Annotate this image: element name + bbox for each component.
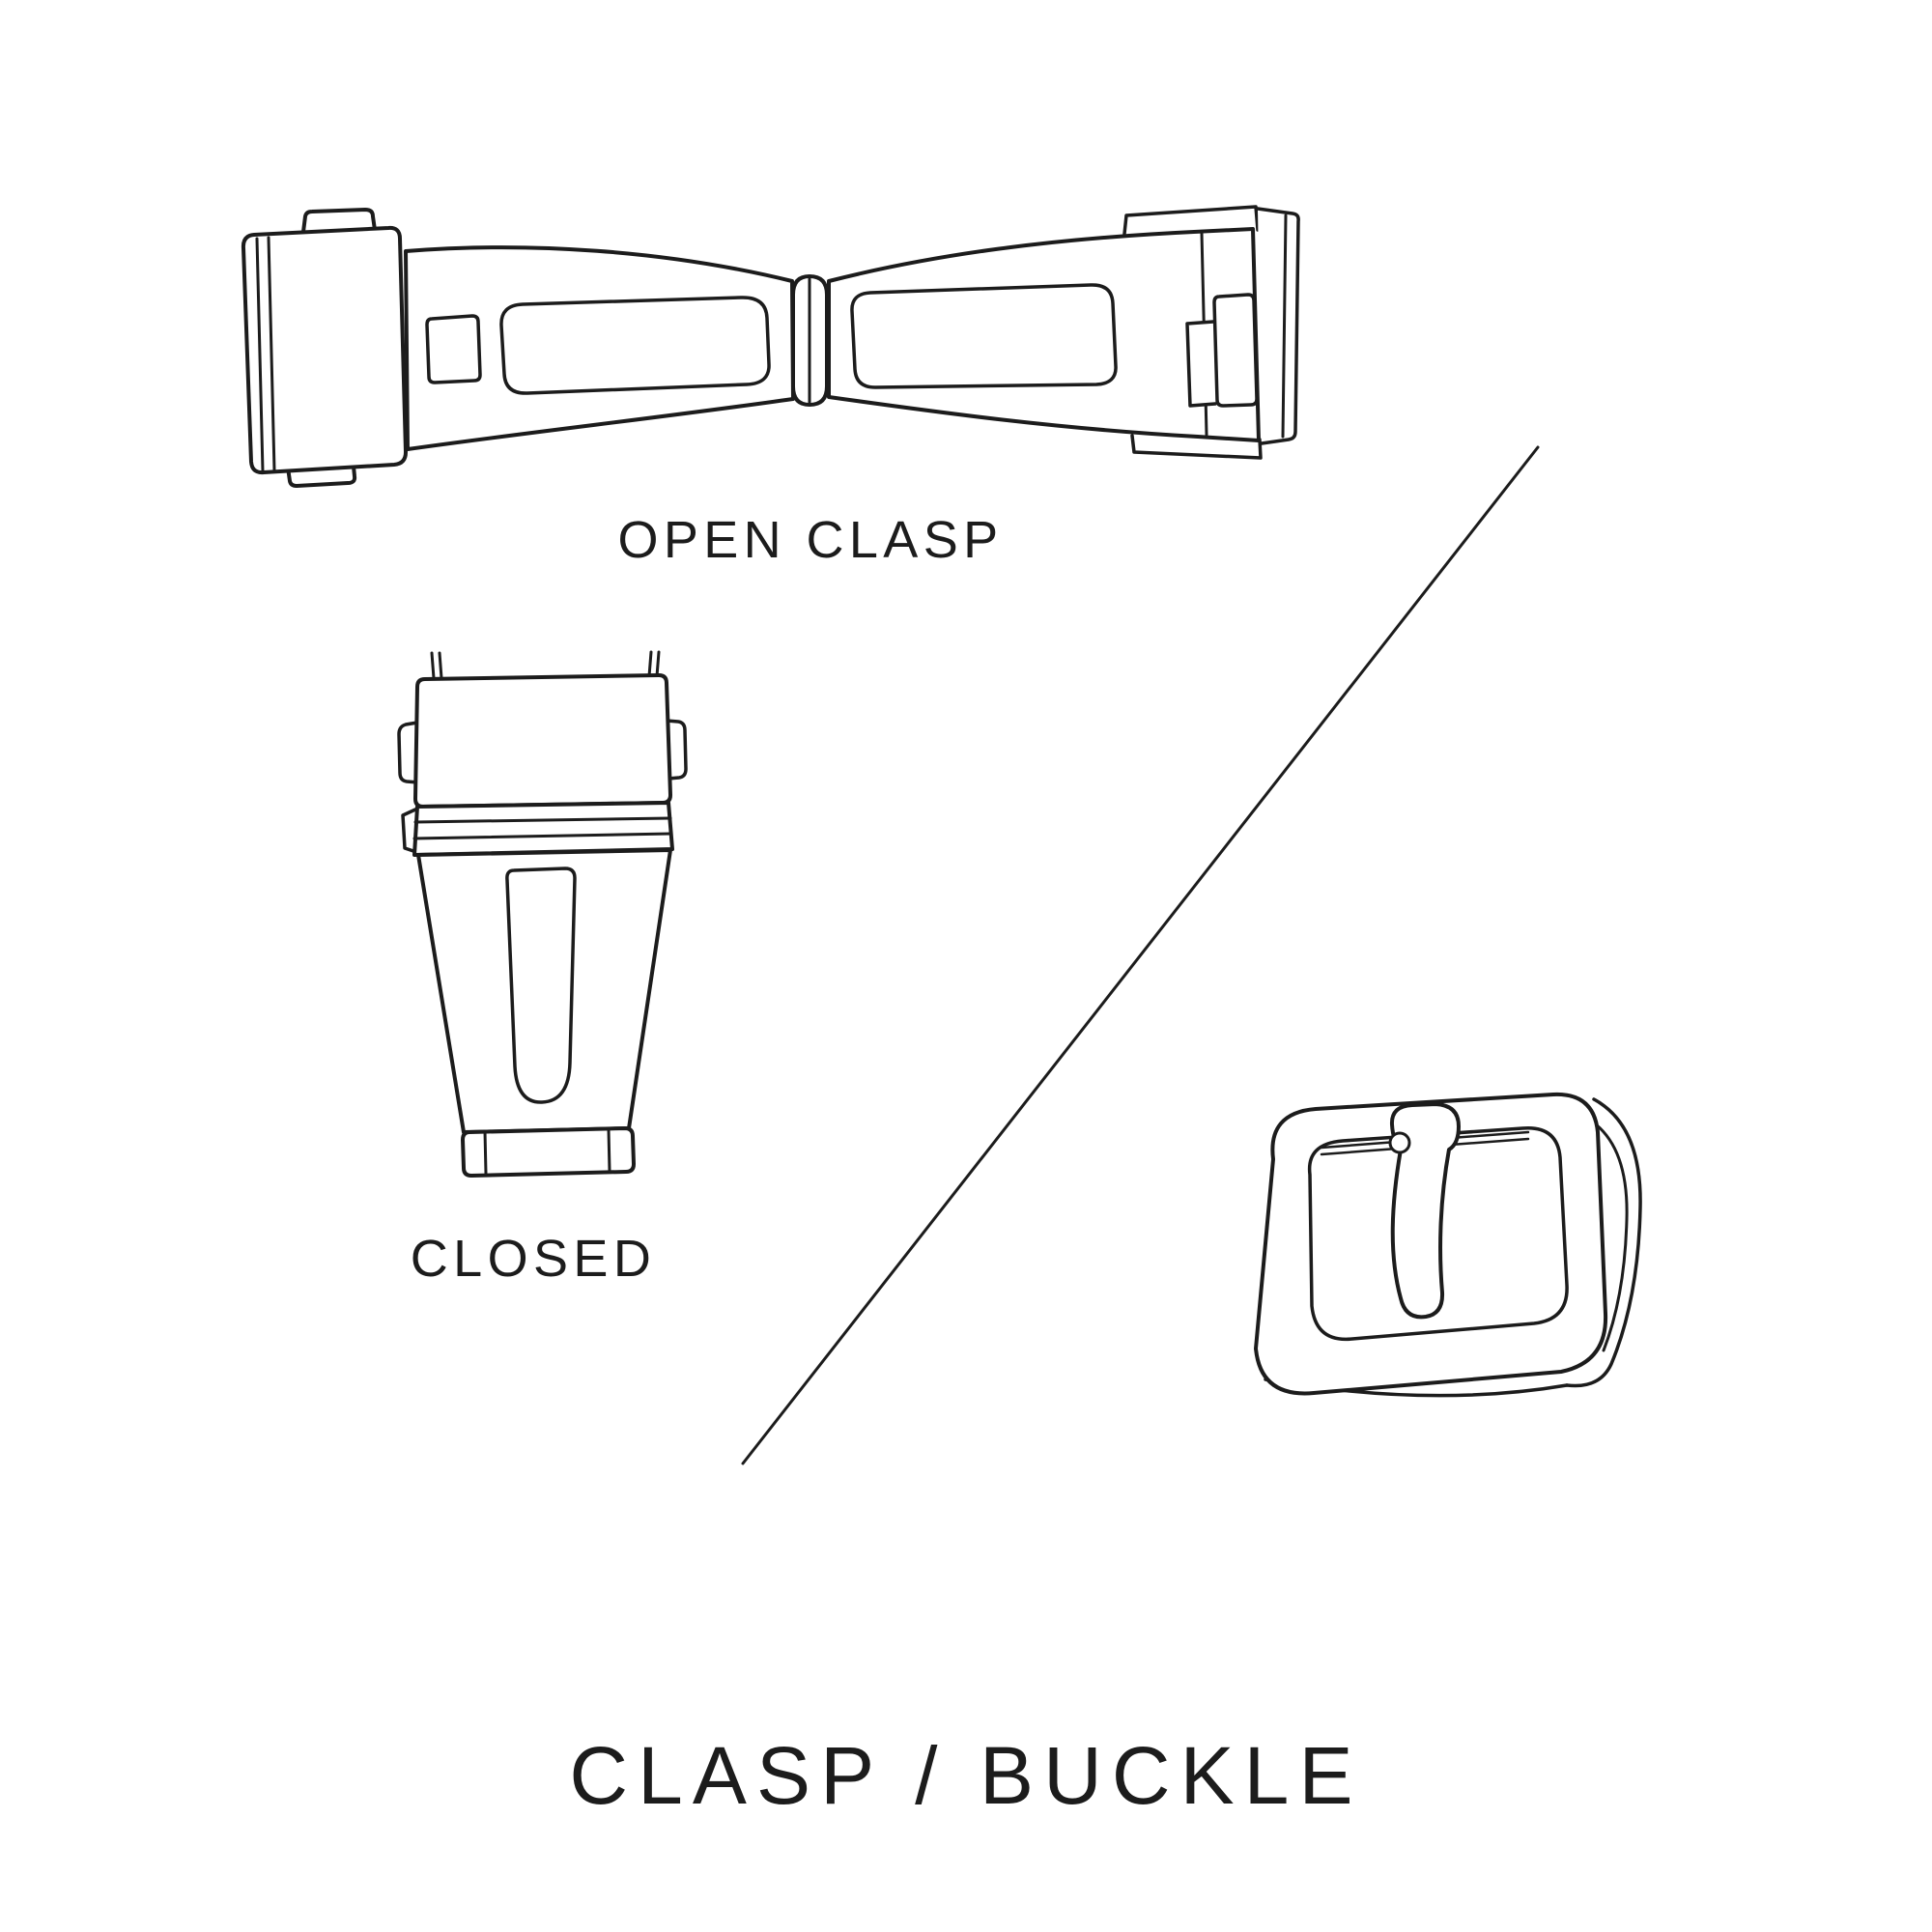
open-clasp-right-bottom-strip — [1130, 434, 1263, 460]
closed-clasp-left-ear-icon — [397, 721, 420, 784]
closed-clasp-end-cap-icon — [461, 1126, 636, 1178]
closed-clasp-cover-icon — [413, 673, 672, 809]
open-clasp-illustration — [241, 205, 1300, 488]
closed-clasp-end-cap-line — [483, 1129, 488, 1176]
open-clasp-right-window-icon — [850, 283, 1118, 389]
open-clasp-left-cap-line — [255, 237, 265, 473]
closed-clasp-band-icon — [412, 801, 674, 857]
buckle-tang-icon — [1389, 1102, 1461, 1320]
open-clasp-end-link-line — [1281, 213, 1288, 439]
closed-clasp-label: CLOSED — [410, 1230, 657, 1288]
open-clasp-right-cutout-icon — [1212, 293, 1259, 408]
closed-clasp-end-cap-line — [607, 1127, 611, 1173]
open-clasp-left-cap-line — [267, 236, 276, 472]
open-clasp-top-tab-icon — [301, 208, 377, 234]
closed-clasp-band-tab-icon — [401, 808, 418, 854]
open-clasp-label: OPEN CLASP — [617, 511, 1004, 569]
closed-clasp-band-line — [412, 832, 673, 840]
buckle-tang-loop-icon — [1388, 1131, 1411, 1154]
open-clasp-right-bracket-icon — [1185, 320, 1217, 408]
open-clasp-end-link-icon — [1256, 207, 1300, 445]
closed-clasp-slot-icon — [505, 867, 577, 1104]
page-title: CLASP / BUCKLE — [569, 1730, 1363, 1821]
open-clasp-left-cap-icon — [241, 225, 408, 475]
closed-clasp-illustration — [397, 650, 688, 1178]
closed-clasp-band-line — [413, 816, 672, 824]
divider-line — [741, 445, 1540, 1465]
closed-clasp-right-prong-icon — [647, 650, 661, 678]
buckle-spring-bar-icon — [1320, 1130, 1530, 1156]
open-clasp-right-top-strip — [1122, 205, 1260, 236]
open-clasp-left-window-icon — [499, 296, 771, 395]
tang-buckle-illustration — [1254, 1092, 1642, 1398]
closed-clasp-right-ear-icon — [665, 719, 688, 781]
open-clasp-left-notch-icon — [425, 314, 482, 384]
closed-clasp-left-prong-icon — [430, 651, 443, 680]
